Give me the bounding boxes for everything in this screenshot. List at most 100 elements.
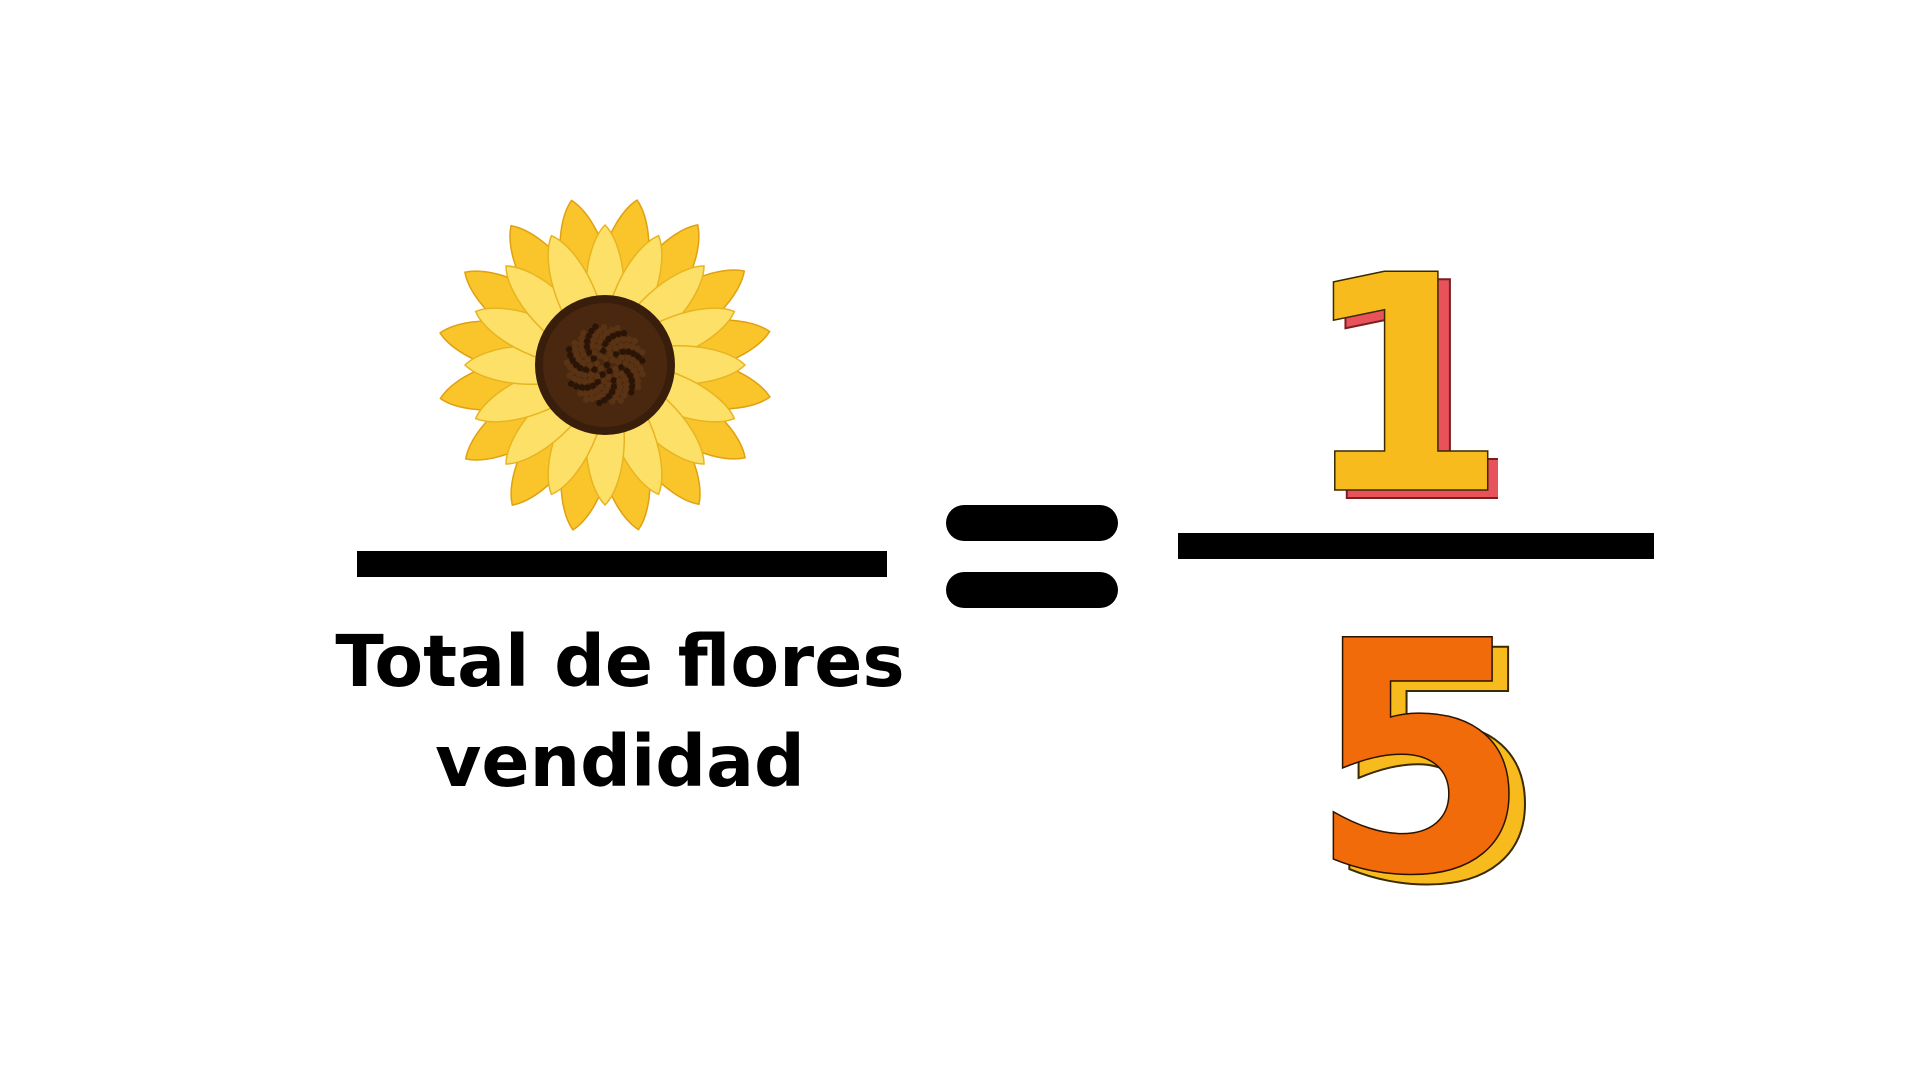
sunflower-seed <box>599 333 606 340</box>
sunflower-seed <box>584 384 591 391</box>
sunflower-seed <box>603 361 611 369</box>
sunflower-seed <box>587 371 595 378</box>
sunflower-seed <box>602 355 609 362</box>
sunflower-seed <box>631 367 638 374</box>
sunflower-seed <box>629 357 637 364</box>
sunflower-seed <box>602 387 610 394</box>
sunflower-seed <box>567 351 574 359</box>
sunflower-seed <box>605 381 612 389</box>
sunflower-seed <box>596 352 604 359</box>
sunflower-seed <box>637 365 644 372</box>
sunflower-seed <box>622 360 629 367</box>
sunflower-seed <box>623 342 631 349</box>
sunflower-seed <box>578 384 586 391</box>
sunflower-seed <box>570 368 578 375</box>
sunflower-seed <box>577 364 584 372</box>
sunflower-seed <box>592 323 599 330</box>
sunflower-seed <box>597 383 605 391</box>
sunflower-seed <box>639 357 646 364</box>
sunflower-seed <box>634 383 642 391</box>
sunflower-seed <box>589 382 596 390</box>
sunflower-seed <box>639 370 646 378</box>
sunflower-seed <box>588 389 595 397</box>
sunflower-seed <box>601 377 608 385</box>
sunflower-seed <box>605 344 613 352</box>
sunflower-seed <box>608 326 615 333</box>
sunflower-seed <box>622 381 630 388</box>
sunflower-seed <box>592 331 600 339</box>
sunflower-seed <box>572 361 580 368</box>
sunflower-seed <box>599 371 606 378</box>
sunflower-seed <box>571 339 578 347</box>
sunflower-seed <box>609 340 617 347</box>
sunflower-seed <box>593 373 601 380</box>
sunflower-seed <box>618 364 625 371</box>
right-fraction-bar <box>1178 533 1654 559</box>
left-fraction-bar <box>357 551 887 577</box>
sunflower-seed <box>613 393 620 401</box>
sunflower-seed <box>594 378 602 386</box>
sunflower-seed <box>569 357 576 364</box>
sunflower-seed <box>622 387 629 394</box>
sunflower-seed <box>581 372 588 379</box>
sunflower-seed <box>603 329 611 336</box>
sunflower-seed <box>594 394 601 401</box>
sunflower-seed <box>596 399 603 407</box>
sunflower-seed <box>635 353 642 360</box>
sunflower-seed <box>589 342 597 350</box>
sunflower-seed <box>593 387 600 394</box>
sunflower-seed <box>601 397 608 404</box>
sunflower-seed <box>614 337 622 344</box>
sunflower-seed <box>610 377 617 384</box>
sunflower-seed <box>618 354 625 361</box>
sunflower-seed <box>629 343 636 350</box>
sunflower-seed <box>580 359 587 367</box>
sunflower-seed <box>613 371 620 378</box>
sunflower-seed <box>614 324 621 332</box>
sunflower-seed <box>616 377 623 385</box>
sunflower-seed <box>571 345 579 353</box>
sunflower-seed <box>627 363 634 370</box>
sunflower-seed <box>610 383 618 390</box>
sunflower-seed <box>599 347 607 354</box>
sunflower-seed <box>573 351 580 358</box>
sunflower-seed <box>590 355 597 362</box>
sunflower-seed <box>621 376 629 383</box>
sunflower-seed <box>605 393 612 400</box>
sunflower-seed <box>633 360 641 368</box>
sunflower-seed <box>578 335 585 342</box>
denominator-digit: 5 5 <box>1308 573 1548 957</box>
sunflower-seed <box>591 366 598 373</box>
sunflower-seed <box>615 358 622 366</box>
sunflower-seed <box>618 342 625 350</box>
sunflower-seed <box>580 329 587 337</box>
sunflower-seed <box>585 332 592 340</box>
sunflower-seed <box>638 349 646 356</box>
sunflower-seed <box>577 390 584 397</box>
sunflower-seed <box>573 383 580 390</box>
sunflower-seed <box>584 356 592 363</box>
sunflower-seed <box>623 367 631 375</box>
sunflower-seed <box>583 343 591 351</box>
numerator-digit-text: 1 <box>1300 240 1498 510</box>
sunflower-seed <box>571 375 578 383</box>
sunflower-seed <box>634 345 641 352</box>
denominator-label-line-1: Total de flores <box>335 620 905 703</box>
sunflower-seed <box>633 372 641 379</box>
sunflower-seed <box>618 370 626 378</box>
sunflower-seed <box>583 338 591 345</box>
sunflower-seed <box>630 350 637 357</box>
sunflower-seed <box>609 356 616 364</box>
sunflower-seed <box>582 366 590 374</box>
sunflower-seed <box>612 365 619 372</box>
sunflower-seed <box>620 336 627 343</box>
sunflower-seed <box>612 345 619 352</box>
sunflower-seed <box>566 364 574 371</box>
sunflower-seed <box>582 390 590 398</box>
sunflower-seed <box>596 337 604 345</box>
sunflower-seed <box>587 377 594 384</box>
sunflower-seed <box>628 389 635 396</box>
sunflower-seed <box>620 330 628 337</box>
sunflower-seed <box>578 346 585 353</box>
denominator-digit-shadow: 5 <box>1325 595 1540 895</box>
